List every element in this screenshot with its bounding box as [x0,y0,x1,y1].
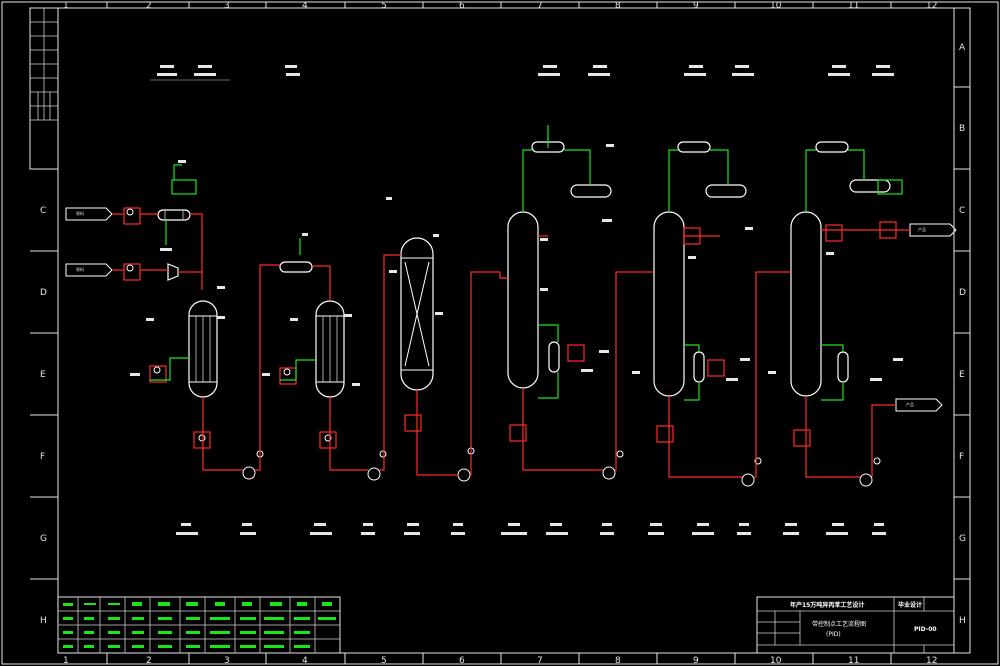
col-label: 3 [224,656,230,666]
row-label: C [959,206,965,216]
title-block: 年产15万吨异丙苯工艺设计 毕业设计 带控制点工艺流程图 (PID) PID-0… [756,596,955,654]
inlet-1-label: 原料 [76,210,84,216]
col-label: 5 [381,1,387,11]
row-label: G [959,534,966,544]
pumps [242,447,881,487]
title-header-right: 毕业设计 [898,601,922,609]
col-label: 6 [459,656,465,666]
col-label: 8 [615,1,621,11]
col-label: 1 [63,1,69,11]
row-label: E [40,370,46,380]
col-label: 7 [537,656,543,666]
col-label: 12 [926,656,937,666]
column-ruler: 1 2 3 4 5 6 7 8 9 10 11 12 1 2 3 4 5 6 7… [63,1,937,666]
row-label: F [40,452,45,462]
outlet-product-label: 产品 [918,226,926,232]
control-loop-r1 [123,179,211,449]
col-label: 10 [770,656,782,666]
col-label: 7 [537,1,543,11]
exchanger-2 [279,261,313,273]
legend-table [57,596,341,654]
col-label: 11 [848,1,859,11]
reactor-1 [188,300,218,398]
left-revision-panel [29,7,59,170]
compressor-1 [167,263,179,281]
outlet-product: 产品 [909,223,957,237]
col-label: 3 [224,1,230,11]
drawing-number: PID-00 [914,626,937,633]
distillation-column-3 [790,141,903,447]
exchanger-1 [157,209,191,221]
col-label: 2 [146,1,152,11]
instrument-labels [130,144,903,386]
row-label: F [959,452,964,462]
outlet-side: 产品 [895,398,943,412]
equipment-tags-top [150,65,894,81]
col-label: 2 [146,656,152,666]
col-label: 6 [459,1,465,11]
process-lines [112,213,910,478]
title-header-left: 年产15万吨异丙苯工艺设计 [790,601,864,609]
outlet-side-label: 产品 [906,401,914,407]
row-label: A [959,43,966,53]
row-label: D [959,288,966,298]
col-label: 12 [926,1,937,11]
drawing-subtitle: (PID) [826,631,841,638]
col-label: 9 [693,1,699,11]
row-label: H [959,616,966,626]
col-label: 1 [63,656,69,666]
col-label: 4 [302,656,308,666]
row-label: G [40,534,47,544]
row-ruler: A B C D E F G H C D E F G H [30,43,970,626]
row-label: H [40,616,47,626]
col-label: 5 [381,656,387,666]
col-label: 9 [693,656,699,666]
utility-lines [150,125,865,401]
row-label: C [40,206,46,216]
drawing-title: 带控制点工艺流程图 [812,620,866,628]
row-label: B [959,124,965,134]
distillation-column-2 [653,141,747,443]
col-label: 11 [848,656,859,666]
col-label: 10 [770,1,782,11]
inlet-stream-2: 原料 [65,263,113,277]
col-label: 8 [615,656,621,666]
col-label: 4 [302,1,308,11]
inlet-2-label: 原料 [76,266,84,272]
row-label: E [959,370,965,380]
inlet-stream-1: 原料 [65,207,113,221]
equipment-tags-bottom [176,523,886,535]
reactor-2 [315,300,345,398]
row-label: D [40,288,47,298]
